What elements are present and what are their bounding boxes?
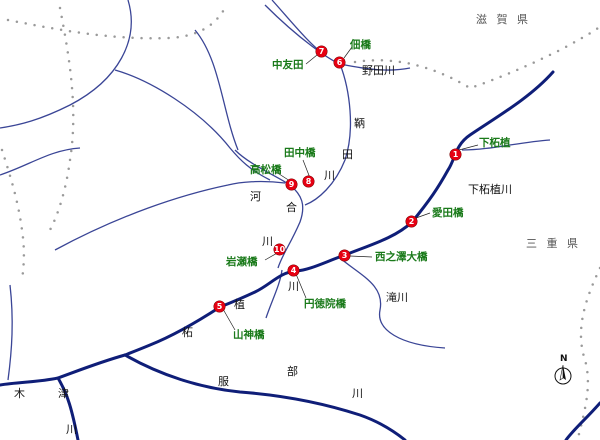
site-marker-9[interactable]: 9 [286, 179, 297, 190]
label-nuka-2: 田 [342, 148, 353, 161]
nuka-river [264, 4, 352, 206]
kawai-branch-west [54, 180, 286, 251]
label-nuka-1: 鞆 [354, 117, 365, 130]
north-arrow-icon [554, 364, 572, 385]
label-nuka-3: 川 [324, 169, 335, 182]
leader-5 [222, 308, 236, 331]
label-hattori-2: 部 [287, 365, 298, 378]
site-label-2: 愛田橋 [432, 207, 464, 219]
kizu-river [56, 376, 80, 440]
label-kizu-2: 津 [58, 387, 69, 400]
kawai-branch-upper-left [0, 0, 132, 129]
label-kizu-3: 川 [66, 423, 77, 436]
site-label-10: 岩瀬橋 [226, 256, 258, 268]
tsuge-river [0, 70, 555, 387]
label-tsuge-3: 川 [288, 280, 299, 293]
takigawa-river [339, 257, 446, 349]
site-marker-3[interactable]: 3 [339, 250, 350, 261]
leader-4 [295, 273, 307, 299]
kawai-branch-nw [114, 69, 271, 181]
site-label-1: 下柘植 [479, 137, 511, 149]
site-label-3: 西之澤大橋 [375, 251, 428, 263]
prefecture-boundary-bottom-right [576, 266, 600, 440]
label-nodagawa: 野田川 [362, 64, 395, 77]
prefecture-boundary-top [6, 6, 227, 40]
leader-2 [415, 212, 431, 219]
hattori-east-branch [564, 401, 600, 440]
site-label-5: 山神橋 [233, 329, 265, 341]
shimotsuge-branch-east [461, 139, 551, 151]
leader-8 [302, 159, 311, 179]
site-marker-10[interactable]: 10 [274, 244, 286, 255]
label-tsuge-1: 柘 [182, 326, 193, 339]
kawai-river [234, 149, 304, 269]
kawai-branch-north [194, 29, 239, 151]
site-label-7: 中友田 [272, 59, 304, 71]
leader-1 [458, 144, 479, 151]
label-kawai-3: 川 [262, 235, 273, 248]
kawai-branch-west-mid [0, 147, 81, 176]
label-takigawa: 滝川 [386, 291, 408, 304]
kawai-lower-stub [265, 269, 283, 319]
left-stub-river [7, 284, 13, 381]
site-marker-1[interactable]: 1 [450, 149, 461, 160]
site-label-4: 円徳院橋 [304, 298, 346, 310]
label-shimotsuge-river: 下柘植川 [468, 183, 512, 196]
label-tsuge-2: 植 [234, 298, 245, 311]
site-marker-5[interactable]: 5 [214, 301, 225, 312]
label-hattori-1: 服 [218, 375, 229, 388]
leader-3 [349, 255, 373, 258]
site-marker-8[interactable]: 8 [303, 176, 314, 187]
label-mie-prefecture: 三 重 県 [526, 237, 581, 250]
label-hattori-3: 川 [352, 387, 363, 400]
prefecture-boundary-left-lower [0, 148, 26, 282]
nodagawa-river [339, 63, 411, 71]
leader-6 [343, 46, 353, 59]
label-shiga-prefecture: 滋 賀 県 [476, 13, 531, 26]
label-kawai-2: 合 [286, 201, 297, 214]
label-kawai-1: 河 [250, 190, 261, 203]
site-label-9: 高松橋 [250, 164, 282, 176]
site-label-8: 田中橋 [284, 147, 316, 159]
prefecture-boundary-right [353, 26, 600, 90]
label-kizu-1: 木 [14, 387, 25, 400]
prefecture-boundary-left-upper [48, 6, 75, 232]
site-marker-7[interactable]: 7 [316, 46, 327, 57]
site-label-6: 佃橋 [350, 39, 371, 51]
site-marker-6[interactable]: 6 [334, 57, 345, 68]
hattori-river [123, 353, 407, 440]
north-label: N [560, 354, 568, 364]
site-marker-2[interactable]: 2 [406, 216, 417, 227]
leader-7 [305, 54, 318, 65]
site-marker-4[interactable]: 4 [288, 265, 299, 276]
